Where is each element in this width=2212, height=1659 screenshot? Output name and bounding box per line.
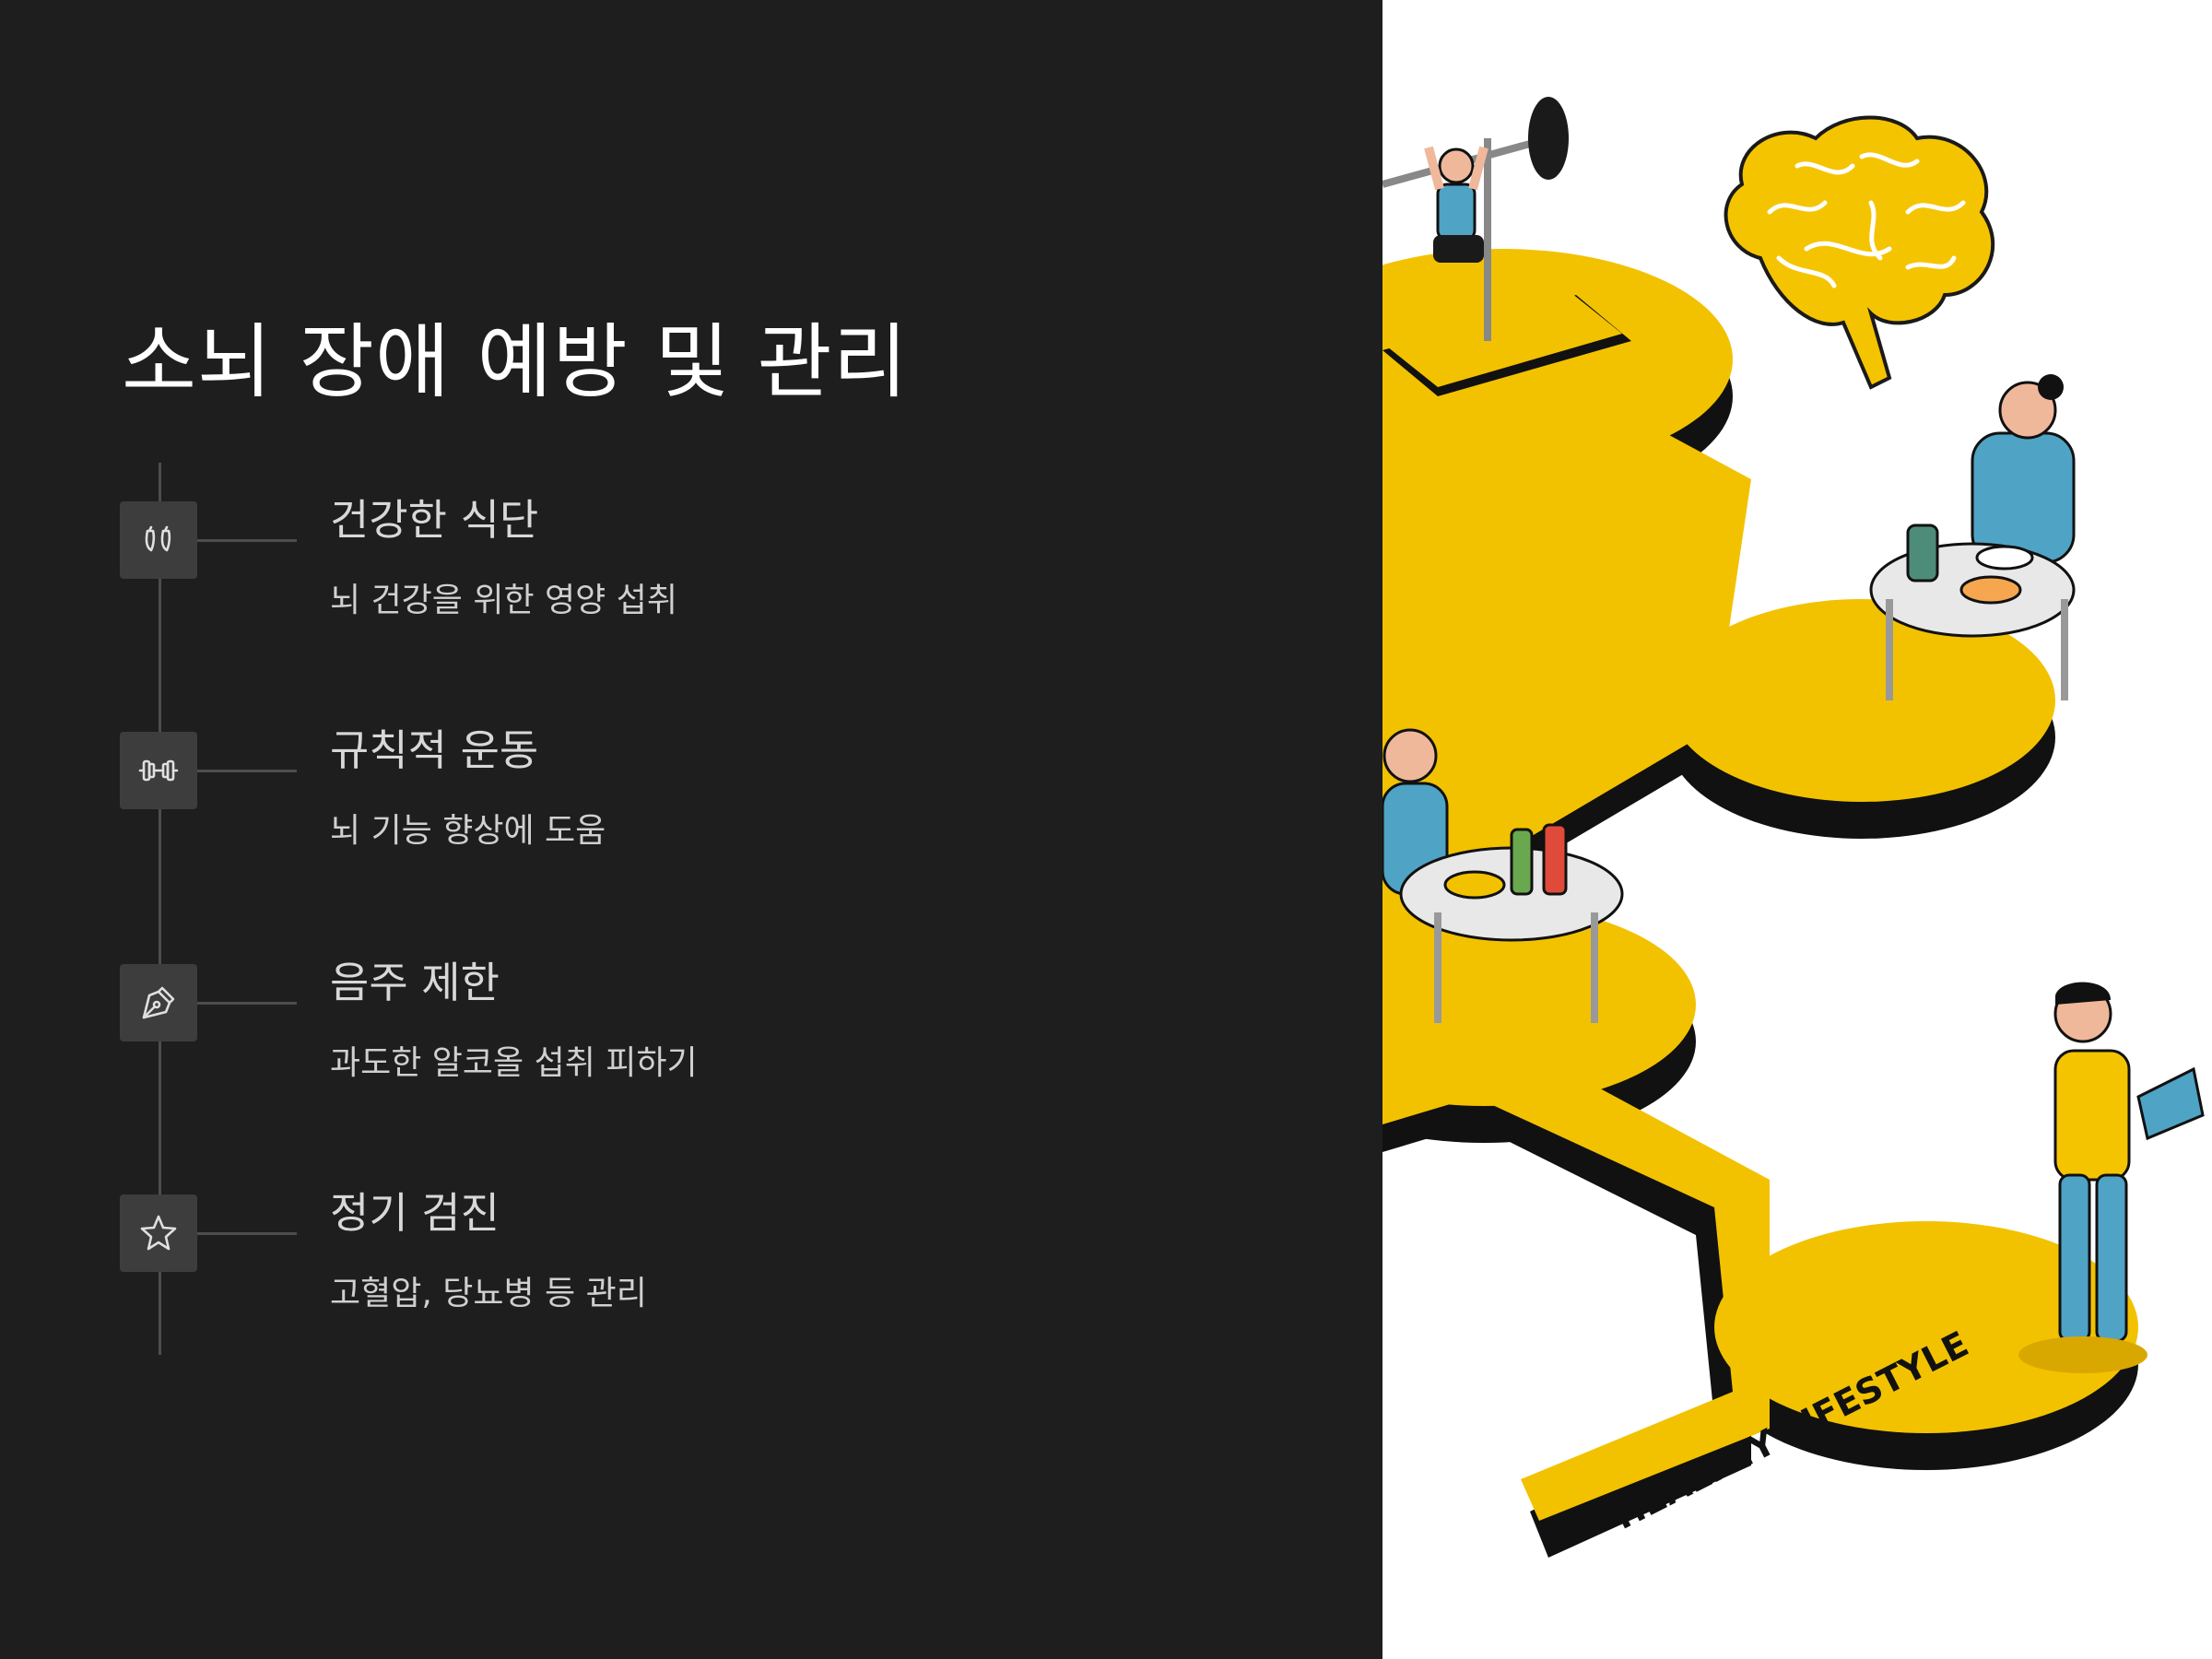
timeline-connector xyxy=(197,1232,297,1235)
healthy-lifestyle-illustration: HEALTHY LIFESTYLE xyxy=(1382,97,2205,1558)
item-description: 과도한 알코올 섭취 피하기 xyxy=(330,1044,698,1082)
item-description: 뇌 기능 향상에 도움 xyxy=(330,812,606,850)
item-title: 규칙적 운동 xyxy=(330,725,539,775)
star-icon xyxy=(120,1194,197,1272)
item-description: 고혈압, 당뇨병 등 관리 xyxy=(330,1275,647,1312)
dining-woman-figure xyxy=(1869,374,2076,700)
apple-icon xyxy=(120,501,197,579)
path-surface xyxy=(1382,249,2138,1521)
item-description: 뇌 건강을 위한 영양 섭취 xyxy=(330,582,677,619)
pen-nib-icon xyxy=(120,964,197,1041)
item-title: 정기 검진 xyxy=(330,1188,500,1238)
page-title: 소뇌 장애 예방 및 관리 xyxy=(122,314,909,409)
brain-icon xyxy=(1724,115,1995,390)
item-title: 건강한 식단 xyxy=(330,495,539,545)
timeline-item-diet: 건강한 식단 뇌 건강을 위한 영양 섭취 xyxy=(0,495,1382,686)
item-title: 음주 제한 xyxy=(330,958,500,1007)
weightlifter-figure xyxy=(1382,97,1631,396)
timeline-connector xyxy=(197,770,297,772)
timeline-connector xyxy=(197,1002,297,1005)
timeline-item-checkup: 정기 검진 고혈압, 당뇨병 등 관리 xyxy=(0,1188,1382,1379)
dining-woman-2-figure xyxy=(1382,728,1624,1023)
timeline-item-alcohol: 음주 제한 과도한 알코올 섭취 피하기 xyxy=(0,958,1382,1148)
timeline-connector xyxy=(197,539,297,542)
illustration-panel: HEALTHY LIFESTYLE xyxy=(1382,0,2212,1659)
content-panel: 소뇌 장애 예방 및 관리 건강한 식단 뇌 건강을 위한 영양 섭취 xyxy=(0,314,1382,1379)
timeline-item-exercise: 규칙적 운동 뇌 기능 향상에 도움 xyxy=(0,725,1382,916)
timeline-line xyxy=(159,463,161,1355)
reading-man-figure xyxy=(2018,982,2205,1373)
dumbbell-icon xyxy=(120,732,197,809)
